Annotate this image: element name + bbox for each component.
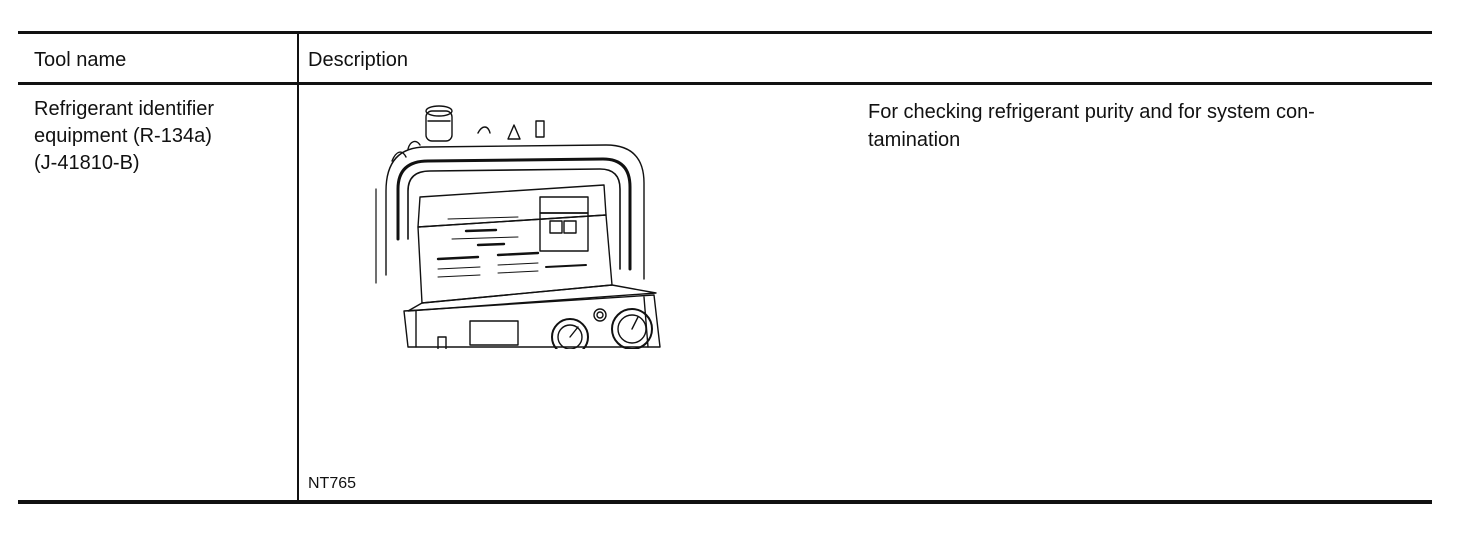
figure-code: NT765 — [308, 475, 357, 492]
tool-name-line: (J-41810-B) — [34, 152, 140, 174]
column-divider — [297, 33, 299, 501]
description-line: For checking refrigerant purity and for … — [868, 101, 1315, 123]
table-bottom-rule — [18, 500, 1432, 504]
table-header-rule — [18, 82, 1432, 85]
spec-tool-table: Tool name Description Refrigerant identi… — [18, 31, 1432, 504]
header-description: Description — [308, 49, 409, 71]
refrigerant-identifier-device-icon — [375, 105, 661, 349]
description-cell: For checking refrigerant purity and for … — [868, 98, 1428, 154]
table-top-rule — [18, 31, 1432, 34]
tool-name-cell: Refrigerant identifier equipment (R-134a… — [34, 96, 284, 177]
header-tool-name: Tool name — [34, 49, 127, 71]
tool-name-line: equipment (R-134a) — [34, 125, 212, 147]
description-line: tamination — [868, 129, 961, 151]
tool-name-line: Refrigerant identifier — [34, 98, 215, 120]
